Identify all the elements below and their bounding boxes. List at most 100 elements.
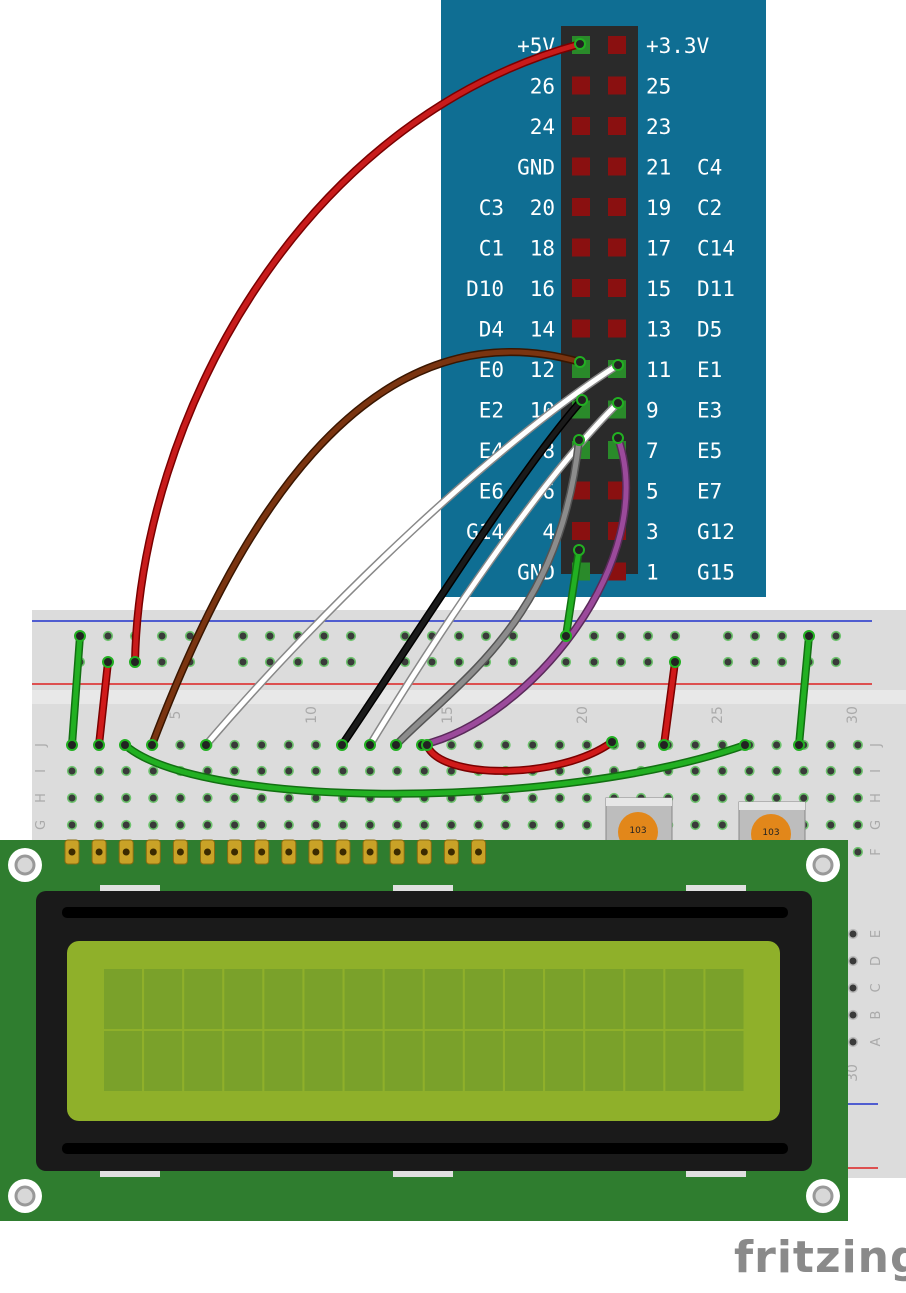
breadboard-hole: [229, 739, 240, 751]
header-signal-label: E6: [479, 480, 504, 504]
rail-hole: [426, 656, 438, 668]
breadboard-hole: [581, 792, 593, 804]
header-pin: [572, 238, 590, 257]
lcd-pin-hole: [68, 848, 76, 856]
lcd-character-cell: [344, 969, 383, 1029]
lcd-pin-hole: [176, 848, 184, 856]
rail-hole: [345, 630, 357, 642]
power-jumper-left[interactable]: [95, 658, 112, 749]
breadboard-hole: [148, 819, 159, 831]
rail-hole: [830, 630, 842, 642]
row-letter-label: G: [34, 820, 49, 830]
row-letter-label: J: [869, 743, 884, 748]
lcd-character-cell: [184, 1031, 223, 1091]
breadboard-hole: [310, 739, 322, 751]
breadboard-hole: [473, 819, 484, 831]
breadboard-hole: [283, 792, 294, 804]
header-signal-label: E5: [697, 439, 722, 463]
row-letter-label: J: [34, 743, 49, 748]
pin12-wire[interactable]: [148, 348, 584, 749]
gnd-jumper-left[interactable]: [68, 632, 84, 749]
breadboard-hole: [283, 765, 294, 777]
wire-end: [612, 359, 624, 371]
header-pin: [608, 36, 626, 54]
breadboard-hole: [93, 792, 105, 804]
header-pin: [572, 279, 590, 297]
row-letter-label: H: [869, 793, 884, 803]
rail-hole: [830, 656, 842, 668]
breadboard-hole: [148, 765, 159, 777]
breadboard-hole: [554, 792, 565, 804]
wire-end: [119, 739, 131, 751]
breadboard-hole: [310, 765, 322, 777]
breadboard-hole: [148, 792, 159, 804]
breadboard-hole: [847, 982, 859, 994]
header-pin-label: 18: [530, 237, 555, 261]
gnd-jumper-header[interactable]: [562, 546, 583, 640]
rail-hole: [292, 656, 304, 668]
rail-hole: [237, 656, 249, 668]
header-pin: [572, 117, 590, 135]
header-pin-label: 4: [542, 520, 555, 544]
wire-end: [102, 656, 114, 668]
header-pin-label: 21: [646, 156, 671, 180]
lcd-pin-hole: [366, 848, 374, 856]
lcd-character-cell: [505, 969, 543, 1029]
lcd-character-cell: [384, 969, 423, 1029]
header-signal-label: G12: [697, 520, 735, 544]
pin7-wire[interactable]: [418, 434, 631, 749]
rail-hole: [722, 630, 734, 642]
pin10-wire[interactable]: [338, 396, 586, 749]
wire-end: [336, 739, 348, 751]
rail-hole: [642, 630, 654, 642]
header-pin-label: 3: [646, 520, 659, 544]
lcd-character-cell: [264, 969, 303, 1029]
header-signal-label: C2: [697, 196, 722, 220]
gnd-jumper-right[interactable]: [795, 632, 813, 749]
header-pin: [572, 198, 590, 216]
header-signal-label: D5: [697, 318, 722, 342]
breadboard-hole: [66, 765, 78, 777]
breadboard-hole: [283, 819, 294, 831]
breadboard-hole: [717, 765, 728, 777]
wire-end: [390, 739, 402, 751]
breadboard-hole: [256, 739, 267, 751]
lcd-character-cell: [545, 969, 584, 1029]
breadboard-hole: [581, 739, 593, 751]
header-signal-label: C3: [479, 196, 504, 220]
rail-hole: [776, 630, 788, 642]
header-pin: [572, 522, 590, 540]
pin8-wire[interactable]: [392, 436, 583, 749]
lcd-character-cell: [184, 969, 223, 1029]
lcd-character-cell: [264, 1031, 303, 1091]
rail-hole: [642, 656, 654, 668]
lcd-pin-hole: [475, 848, 482, 856]
lcd-character-cell: [424, 969, 463, 1029]
header-pin-label: 23: [646, 115, 671, 139]
contrast-wire[interactable]: [423, 738, 616, 775]
header-signal-label: C14: [697, 237, 735, 261]
breadboard-hole: [847, 928, 859, 940]
header-pin-label: 16: [530, 277, 555, 301]
pin11-wire[interactable]: [202, 361, 622, 749]
column-number-label: 30: [845, 706, 861, 724]
lcd-character-cell: [505, 1031, 543, 1091]
column-number-label: 25: [710, 706, 726, 724]
pin9-wire[interactable]: [366, 399, 622, 749]
header-pin-label: 14: [530, 318, 555, 342]
wire-end: [739, 739, 751, 751]
vss-wire[interactable]: [121, 741, 749, 798]
breadboard-hole: [690, 819, 701, 831]
power-jumper-right[interactable]: [660, 658, 679, 749]
wire-end: [658, 739, 670, 751]
breadboard-hole: [527, 739, 538, 751]
wire-end: [612, 397, 624, 409]
lcd-character-cell: [224, 1031, 263, 1091]
wire-end: [573, 434, 585, 446]
breadboard-hole: [473, 739, 484, 751]
breadboard-hole: [527, 792, 538, 804]
wire-end: [803, 630, 815, 642]
rail-hole: [156, 630, 168, 642]
header-pin: [572, 157, 590, 176]
5v-wire[interactable]: [131, 40, 584, 666]
